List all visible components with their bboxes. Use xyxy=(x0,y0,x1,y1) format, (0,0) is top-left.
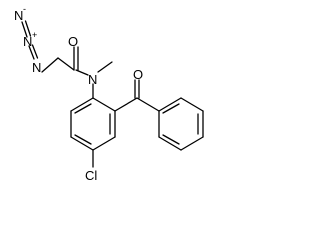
atom-o-ketone: O xyxy=(133,67,143,82)
atom-n-central: N xyxy=(23,34,32,49)
atom-n-amide: N xyxy=(88,72,97,87)
bond-carbonyl-n xyxy=(75,69,89,76)
bond-azide-triple-a xyxy=(21,21,28,38)
bond-azide-double-a xyxy=(28,45,35,60)
bond-ring-a1 xyxy=(70,97,94,112)
atom-o-amide: O xyxy=(68,34,78,49)
bond-ring-b2 xyxy=(180,97,204,112)
bond-n-methyl xyxy=(97,61,113,73)
structure-canvas: N - N + N O N O Cl xyxy=(14,4,204,183)
bond-ketone-phenyl xyxy=(136,97,160,112)
bond-ring-a4 xyxy=(92,136,116,151)
bond-ring-a1-inner xyxy=(74,103,92,114)
bond-ring-a6 xyxy=(92,97,116,112)
bond-ring-ketone xyxy=(114,97,138,112)
charge-minus: - xyxy=(23,4,26,14)
atom-cl: Cl xyxy=(85,168,97,183)
molecule-drawing: N - N + N O N O Cl xyxy=(14,4,204,183)
bond-azide-double-b xyxy=(31,44,39,59)
bonds xyxy=(21,20,204,168)
charge-plus: + xyxy=(32,30,37,40)
bond-ring-a3-inner xyxy=(74,134,92,145)
bond-ch2-carbonyl xyxy=(57,57,75,71)
bond-ring-b4 xyxy=(180,136,204,151)
bond-ring-b5 xyxy=(158,136,182,151)
atom-n-terminal: N xyxy=(14,8,23,23)
bond-ring-b1 xyxy=(158,97,182,112)
bond-ring-a3 xyxy=(70,136,94,151)
bond-ring-b1-inner xyxy=(162,103,180,114)
bond-azide-ch2 xyxy=(41,57,59,73)
atom-labels: N - N + N O N O Cl xyxy=(14,4,143,183)
bond-ring-b5-inner xyxy=(162,134,180,145)
atom-n-azide: N xyxy=(32,60,41,75)
bond-azide-triple-b xyxy=(24,20,32,37)
